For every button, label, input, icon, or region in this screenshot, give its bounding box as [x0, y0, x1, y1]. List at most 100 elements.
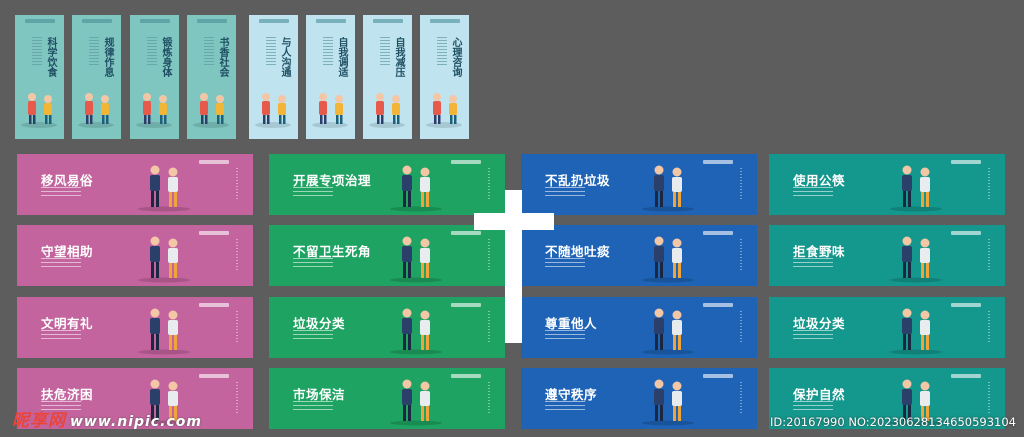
- banner-side-text: [988, 311, 990, 343]
- poster-subtext: [32, 37, 42, 67]
- banner-title: 垃圾分类: [793, 316, 846, 331]
- banner-title: 拒食野味: [793, 244, 846, 259]
- people-icon: [890, 165, 942, 212]
- banner-side-text: [740, 168, 742, 200]
- banner-brand-mark: [451, 303, 481, 307]
- people-icon: [642, 308, 694, 355]
- poster-4: 书香社会: [187, 15, 236, 139]
- people-icon: [642, 379, 694, 426]
- people-icon: [138, 379, 190, 426]
- poster-title: 自我调适: [336, 37, 347, 77]
- poster-6: 自我调适: [306, 15, 355, 139]
- cross-separator-horizontal: [474, 213, 554, 230]
- banner-4-2: 拒食野味: [769, 225, 1005, 286]
- banner-1-3: 文明有礼: [17, 297, 253, 358]
- poster-title: 心理咨询: [450, 37, 461, 77]
- banner-side-text: [740, 239, 742, 271]
- banner-brand-mark: [451, 374, 481, 378]
- banner-brand-mark: [703, 231, 733, 235]
- poster-brand-mark: [430, 19, 460, 23]
- banner-brand-mark: [703, 303, 733, 307]
- people-icon: [390, 165, 442, 212]
- banner-subtext: [545, 258, 585, 268]
- banner-subtext: [41, 401, 81, 411]
- banner-title: 不随地吐痰: [545, 244, 611, 259]
- banner-brand-mark: [951, 374, 981, 378]
- people-icon: [390, 236, 442, 283]
- banner-subtext: [545, 187, 585, 197]
- poster-subtext: [147, 37, 157, 67]
- people-icon: [642, 165, 694, 212]
- banner-brand-mark: [199, 160, 229, 164]
- banner-2-3: 垃圾分类: [269, 297, 505, 358]
- exercise-icon: [136, 93, 172, 128]
- banner-title: 开展专项治理: [293, 173, 372, 188]
- banner-title: 守望相助: [41, 244, 94, 259]
- banner-side-text: [988, 239, 990, 271]
- banner-title: 遵守秩序: [545, 387, 598, 402]
- poster-title: 与人沟通: [279, 37, 290, 77]
- banner-side-text: [740, 311, 742, 343]
- banner-side-text: [740, 382, 742, 414]
- counseling-icon: [426, 93, 462, 128]
- presentation-icon: [369, 93, 405, 128]
- poster-title: 自我减压: [393, 37, 404, 77]
- poster-2: 规律作息: [72, 15, 121, 139]
- people-icon: [390, 308, 442, 355]
- poster-brand-mark: [82, 19, 112, 23]
- banner-subtext: [41, 330, 81, 340]
- banner-brand-mark: [199, 231, 229, 235]
- dance-icon: [312, 93, 348, 128]
- banner-title: 扶危济困: [41, 387, 94, 402]
- poster-title: 书香社会: [217, 37, 228, 77]
- people-icon: [138, 308, 190, 355]
- banner-2-4: 市场保洁: [269, 368, 505, 429]
- banner-title: 移风易俗: [41, 173, 94, 188]
- banner-brand-mark: [451, 160, 481, 164]
- banner-brand-mark: [451, 231, 481, 235]
- people-icon: [890, 308, 942, 355]
- banner-title: 保护自然: [793, 387, 846, 402]
- poster-subtext: [204, 37, 214, 67]
- banner-brand-mark: [951, 160, 981, 164]
- banner-1-4: 扶危济困: [17, 368, 253, 429]
- poster-brand-mark: [25, 19, 55, 23]
- banner-subtext: [41, 258, 81, 268]
- banner-subtext: [293, 187, 333, 197]
- watermark-id: ID:20167990 NO:20230628134650593104: [770, 415, 1016, 429]
- banner-4-1: 使用公筷: [769, 154, 1005, 215]
- banner-subtext: [293, 330, 333, 340]
- banner-side-text: [236, 382, 238, 414]
- banner-3-4: 遵守秩序: [521, 368, 757, 429]
- banner-subtext: [545, 330, 585, 340]
- food-scale-icon: [21, 93, 57, 128]
- banner-subtext: [293, 401, 333, 411]
- poster-brand-mark: [373, 19, 403, 23]
- poster-subtext: [380, 37, 390, 67]
- people-icon: [138, 236, 190, 283]
- poster-8: 心理咨询: [420, 15, 469, 139]
- poster-3: 锻炼身体: [130, 15, 179, 139]
- banner-brand-mark: [951, 303, 981, 307]
- banner-side-text: [488, 239, 490, 271]
- banner-side-text: [236, 239, 238, 271]
- poster-brand-mark: [259, 19, 289, 23]
- poster-7: 自我减压: [363, 15, 412, 139]
- people-icon: [78, 93, 114, 128]
- banner-3-1: 不乱扔垃圾: [521, 154, 757, 215]
- banner-side-text: [236, 311, 238, 343]
- banner-title: 不留卫生死角: [293, 244, 372, 259]
- poster-title: 规律作息: [102, 37, 113, 77]
- watermark-url: www.nipic.com: [70, 414, 202, 430]
- poster-subtext: [437, 37, 447, 67]
- poster-title: 科学饮食: [45, 37, 56, 77]
- poster-brand-mark: [316, 19, 346, 23]
- banner-title: 市场保洁: [293, 387, 346, 402]
- banner-brand-mark: [703, 160, 733, 164]
- banner-brand-mark: [199, 374, 229, 378]
- banner-subtext: [41, 187, 81, 197]
- banner-2-1: 开展专项治理: [269, 154, 505, 215]
- banner-title: 垃圾分类: [293, 316, 346, 331]
- poster-brand-mark: [140, 19, 170, 23]
